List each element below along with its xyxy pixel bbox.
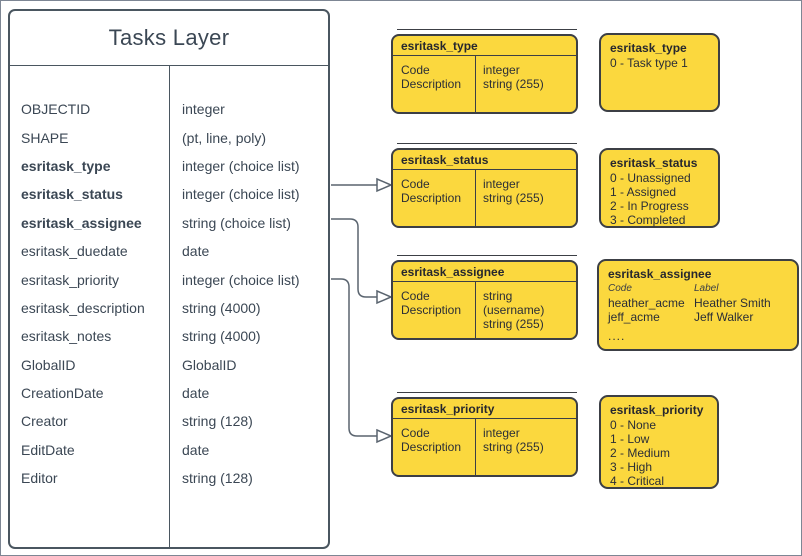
schema-box-topline	[397, 255, 577, 256]
schema-box-topline	[397, 392, 577, 393]
column-divider	[169, 65, 170, 547]
domain-box-title: esritask_assignee	[608, 267, 712, 281]
schema-box-topline	[397, 143, 577, 144]
domain-value: 2 - Medium	[610, 446, 671, 460]
code-label: Code	[401, 177, 430, 191]
domain-value: 4 - Critical	[610, 474, 665, 488]
domain-value: 3 - High	[610, 460, 653, 474]
description-label: Description	[401, 77, 462, 91]
assignee-label: Jeff Walker	[694, 310, 754, 324]
schema-box-topline	[397, 29, 577, 30]
code-type: integer	[483, 63, 520, 77]
schema-box-title: esritask_assignee	[393, 262, 576, 282]
code-type: integer	[483, 177, 520, 191]
domain-box-assignee[interactable]: esritask_assignee Code Label heather_acm…	[597, 259, 799, 351]
domain-box-title: esritask_status	[610, 156, 698, 170]
domain-box-priority[interactable]: esritask_priority 0 - None 1 - Low 2 - M…	[599, 395, 719, 489]
assignee-code: jeff_acme	[608, 310, 660, 324]
code-label: Code	[401, 426, 430, 440]
domain-value: 0 - Task type 1	[610, 56, 688, 70]
domain-value: 2 - In Progress	[610, 199, 689, 213]
domain-box-type[interactable]: esritask_type 0 - Task type 1	[599, 33, 720, 112]
code-label: Code	[401, 63, 430, 77]
arrowhead-status	[376, 177, 393, 193]
assignee-label: Heather Smith	[694, 296, 771, 310]
description-type: string (255)	[483, 191, 544, 205]
connector-assignee[interactable]	[331, 218, 377, 298]
assignee-more-indicator: ....	[608, 329, 626, 343]
domain-value: 1 - Low	[610, 432, 650, 446]
schema-box-title: esritask_priority	[393, 399, 576, 419]
connector-priority[interactable]	[331, 278, 377, 437]
code-type: integer	[483, 426, 520, 440]
tasks-layer-title: Tasks Layer	[108, 25, 230, 50]
code-label: Code	[401, 289, 430, 303]
assignee-code-header: Code	[608, 283, 632, 294]
arrowhead-priority	[376, 428, 393, 444]
description-label: Description	[401, 440, 462, 454]
domain-value: 0 - Unassigned	[610, 171, 691, 185]
domain-value: 1 - Assigned	[610, 185, 677, 199]
domain-value: 3 - Completed	[610, 213, 686, 227]
description-type: string (255)	[483, 77, 544, 91]
assignee-code: heather_acme	[608, 296, 685, 310]
description-label: Description	[401, 191, 462, 205]
description-label: Description	[401, 303, 462, 317]
arrowhead-assignee	[376, 289, 393, 305]
code-type: string (username)	[483, 289, 545, 317]
domain-value: 0 - None	[610, 418, 657, 432]
assignee-label-header: Label	[694, 283, 719, 294]
description-type: string (255)	[483, 317, 544, 331]
schema-box-title: esritask_type	[393, 36, 576, 56]
domain-box-title: esritask_priority	[610, 403, 704, 417]
field-row-shape: SHAPE(pt, line, poly)	[21, 129, 267, 146]
description-type: string (255)	[483, 440, 544, 454]
domain-box-status[interactable]: esritask_status 0 - Unassigned 1 - Assig…	[599, 148, 720, 228]
domain-box-title: esritask_type	[610, 41, 687, 55]
schema-box-title: esritask_status	[393, 150, 576, 170]
